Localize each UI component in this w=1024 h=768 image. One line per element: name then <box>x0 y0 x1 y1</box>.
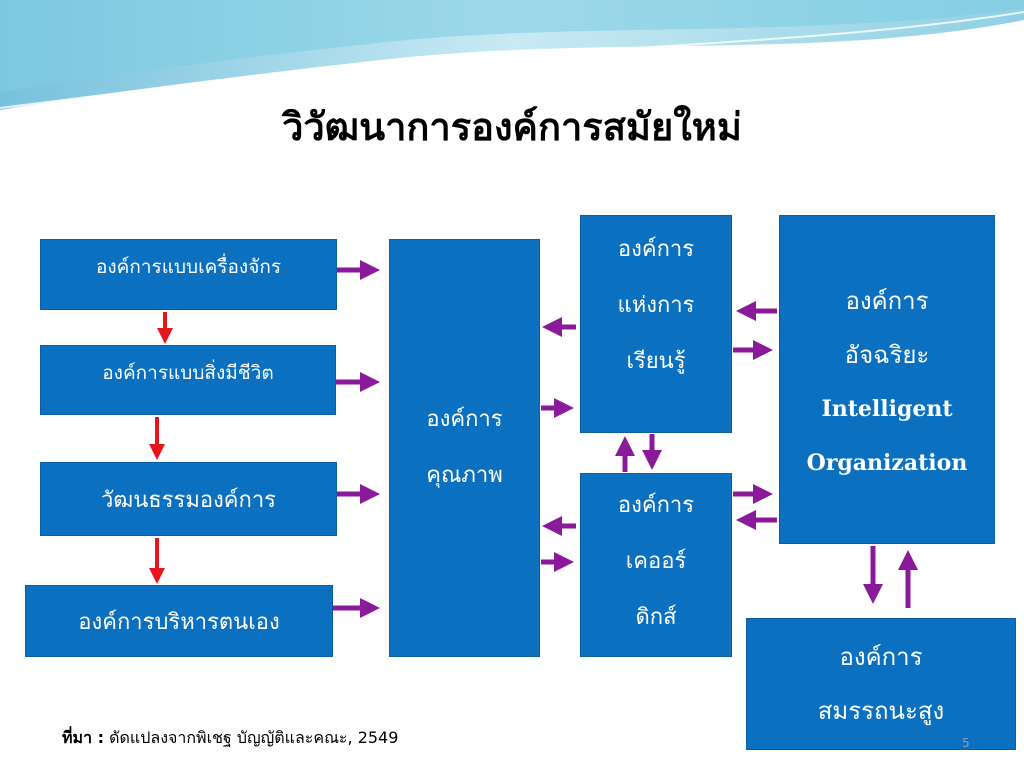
box-machine-label: องค์การแบบเครื่องจักร <box>95 256 282 278</box>
box-self-managed-label: องค์การบริหารตนเอง <box>78 609 280 635</box>
box-quality-line-2: คุณภาพ <box>426 463 503 488</box>
box-self-managed-organization: องค์การบริหารตนเอง <box>25 585 333 657</box>
box-learning-line-1: องค์การ <box>617 237 695 262</box>
header-wave-decoration <box>0 0 1024 110</box>
box-high-performance-line-1: องค์การ <box>839 643 923 671</box>
box-intelligent-line-3: Intelligent <box>821 396 953 422</box>
box-intelligent-line-4: Organization <box>806 450 968 476</box>
box-intelligent-line-2: อัจฉริยะ <box>844 341 930 369</box>
source-text: ดัดแปลงจากพิเชฐ บัญญัติและคณะ <box>109 728 348 747</box>
box-learning-line-3: เรียนรู้ <box>626 349 686 374</box>
box-machine-organization: องค์การแบบเครื่องจักร <box>40 239 337 310</box>
source-label: ที่มา : <box>62 728 105 747</box>
source-citation: ที่มา : ดัดแปลงจากพิเชฐ บัญญัติและคณะ, 2… <box>62 726 398 751</box>
box-quality-line-1: องค์การ <box>426 407 503 432</box>
box-high-performance-line-2: สมรรถนะสูง <box>817 697 945 725</box>
box-learning-organization: องค์การ แห่งการ เรียนรู้ <box>580 215 732 433</box>
page-number: 5 <box>962 736 970 750</box>
box-high-performance-organization: องค์การ สมรรถนะสูง <box>746 618 1016 750</box>
box-culture-label: วัฒนธรรมองค์การ <box>101 487 276 513</box>
box-chaordic-organization: องค์การ เคออร์ ดิกส์ <box>580 473 732 657</box>
box-learning-line-2: แห่งการ <box>617 293 695 318</box>
box-chaordic-line-3: ดิกส์ <box>635 605 677 630</box>
box-quality-organization: องค์การ คุณภาพ <box>389 239 540 657</box>
box-organism-organization: องค์การแบบสิ่งมีชีวิต <box>40 345 336 415</box>
box-organism-label: องค์การแบบสิ่งมีชีวิต <box>102 362 274 384</box>
box-intelligent-organization: องค์การ อัจฉริยะ Intelligent Organizatio… <box>779 215 995 544</box>
box-intelligent-line-1: องค์การ <box>845 287 929 315</box>
source-year: , 2549 <box>347 728 399 747</box>
box-chaordic-line-2: เคออร์ <box>625 549 687 574</box>
box-chaordic-line-1: องค์การ <box>617 493 695 518</box>
page-title: วิวัฒนาการองค์การสมัยใหม่ <box>282 105 742 149</box>
box-organizational-culture: วัฒนธรรมองค์การ <box>40 462 337 536</box>
